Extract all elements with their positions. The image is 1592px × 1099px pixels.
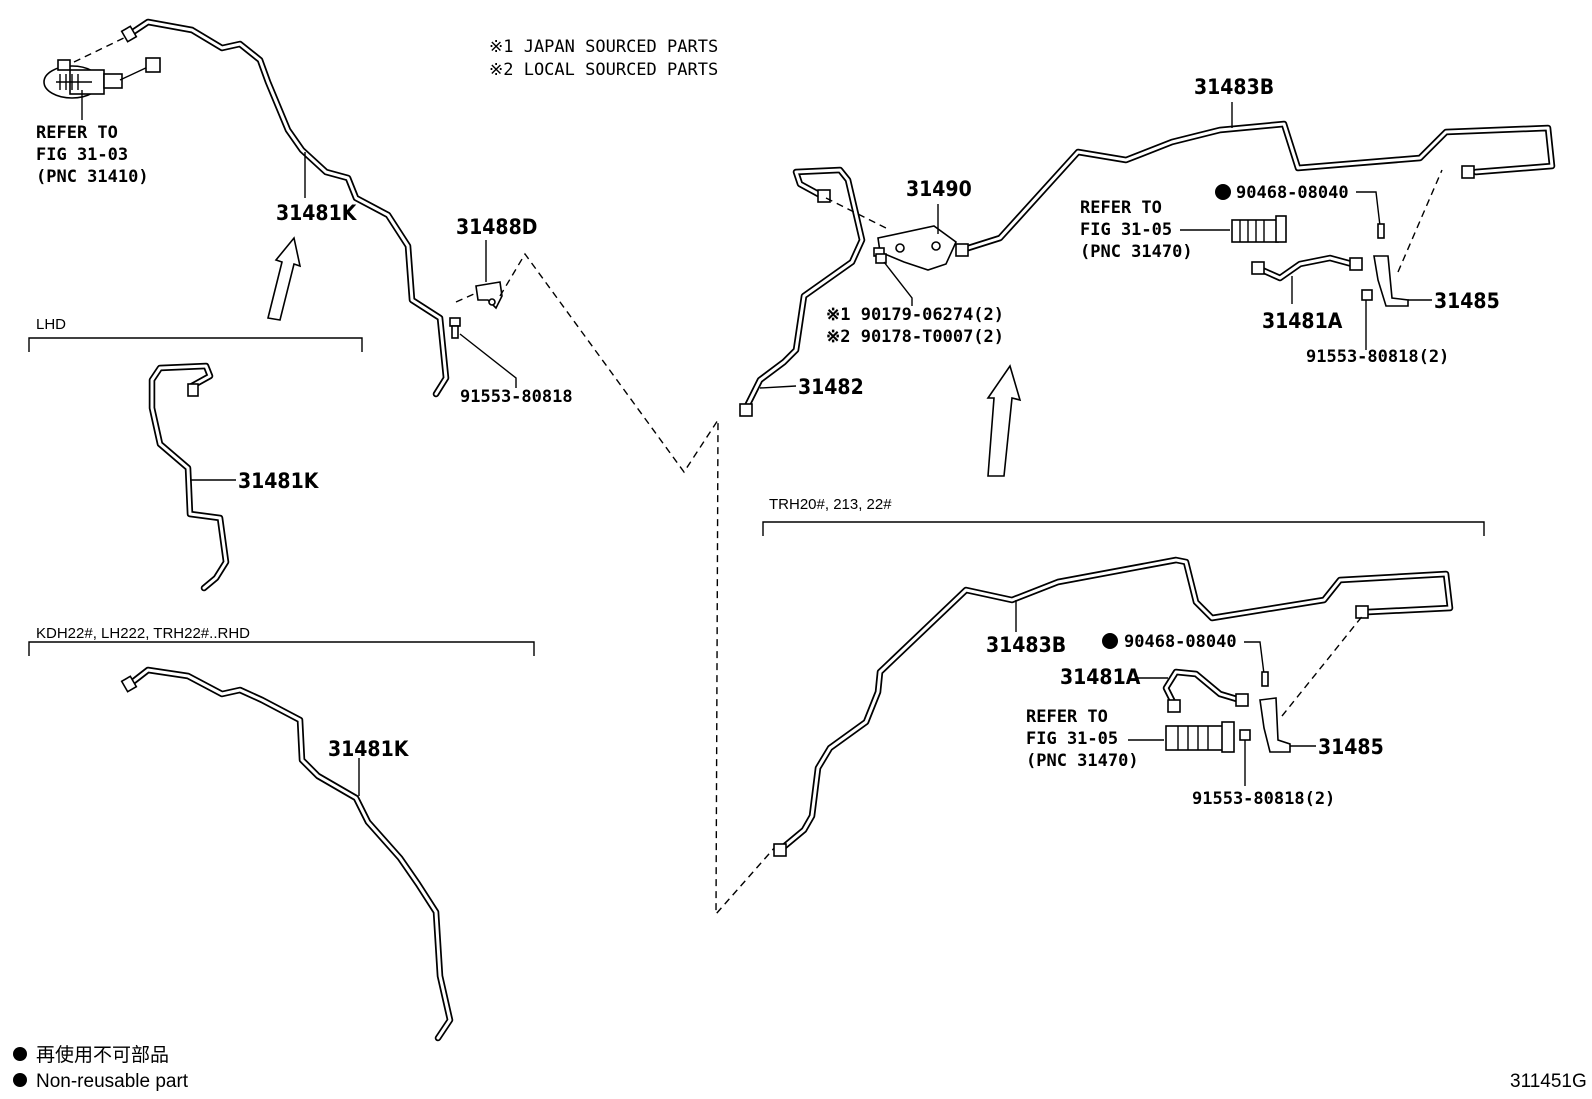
part-label-90468-bottom: 90468-08040 xyxy=(1124,632,1237,652)
clip-part xyxy=(1261,671,1269,687)
bolt-part xyxy=(1361,289,1373,301)
pipe-31481K-rhd xyxy=(120,666,454,1042)
part-label-90179: ※1 90179-06274(2) xyxy=(826,305,1004,325)
arrow-up-icon xyxy=(986,364,1022,477)
pipe-31481K-top xyxy=(120,18,450,398)
hose-31481A-bottom xyxy=(1162,668,1249,713)
ref-right-bottom-line3: (PNC 31470) xyxy=(1026,751,1139,771)
ref-left-line1: REFER TO xyxy=(36,123,118,143)
pipe-31481K-lhd xyxy=(148,362,230,592)
legend-non-reusable-en: Non-reusable part xyxy=(36,1071,189,1092)
ref-left-line3: (PNC 31410) xyxy=(36,167,149,187)
non-reusable-marker-icon xyxy=(1215,184,1231,200)
clip-part xyxy=(1377,223,1385,239)
ref-right-top-line3: (PNC 31470) xyxy=(1080,242,1193,262)
hose-31481A-top xyxy=(1251,254,1363,282)
part-label-31481K-lhd: 31481K xyxy=(238,469,320,493)
section-bracket-trh xyxy=(762,521,1485,536)
non-reusable-marker-icon xyxy=(13,1047,27,1061)
release-cylinder-bottom-part xyxy=(1165,721,1235,753)
leader-90468-top xyxy=(1356,191,1381,227)
ref-right-top-line2: FIG 31-05 xyxy=(1080,220,1172,240)
ref-right-bottom-line2: FIG 31-05 xyxy=(1026,729,1118,749)
pipe-31483B-bottom xyxy=(773,556,1454,857)
note-local-sourced: ※2 LOCAL SOURCED PARTS xyxy=(489,60,718,80)
part-label-31485-top: 31485 xyxy=(1434,289,1500,313)
ref-right-top-line1: REFER TO xyxy=(1080,198,1162,218)
part-label-91553-right-top: 91553-80818(2) xyxy=(1306,347,1449,367)
part-label-31481K-top: 31481K xyxy=(276,201,358,225)
bracket-31485-top-part xyxy=(1373,255,1409,307)
part-label-31490: 31490 xyxy=(906,177,972,201)
non-reusable-marker-icon xyxy=(1102,633,1118,649)
master-cylinder-part xyxy=(43,57,161,99)
arrow-up-icon xyxy=(267,236,302,321)
part-label-91553-top: 91553-80818 xyxy=(460,387,573,407)
figure-id: 311451G xyxy=(1510,1071,1587,1092)
part-label-31485-bottom: 31485 xyxy=(1318,735,1384,759)
release-cylinder-top-part xyxy=(1231,215,1287,243)
pipe-31483B-top xyxy=(955,120,1556,257)
section-bracket-lhd xyxy=(28,337,363,352)
bracket-31485-bottom-part xyxy=(1259,697,1291,753)
dashed-route-main xyxy=(499,252,777,916)
bolt-part xyxy=(1239,729,1251,741)
part-label-90178: ※2 90178-T0007(2) xyxy=(826,327,1004,347)
section-bracket-rhd xyxy=(28,641,535,656)
note-japan-sourced: ※1 JAPAN SOURCED PARTS xyxy=(489,37,718,57)
non-reusable-marker-icon xyxy=(13,1073,27,1087)
part-label-31483B-top: 31483B xyxy=(1194,75,1274,99)
bracket-31488D-part xyxy=(475,281,503,310)
ref-left-line2: FIG 31-03 xyxy=(36,145,128,165)
legend-non-reusable-jp: 再使用不可部品 xyxy=(36,1044,169,1066)
part-label-91553-right-bottom: 91553-80818(2) xyxy=(1192,789,1335,809)
leader-90179 xyxy=(883,261,913,306)
leader-91553-top xyxy=(459,333,517,388)
part-label-31482: 31482 xyxy=(798,375,864,399)
bolt-part xyxy=(449,317,461,339)
part-label-31483B-bottom: 31483B xyxy=(986,633,1066,657)
section-title-rhd: KDH22#, LH222, TRH22#..RHD xyxy=(36,625,250,642)
part-label-31481K-rhd: 31481K xyxy=(328,737,410,761)
part-label-31488D: 31488D xyxy=(456,215,537,239)
pipe-31482 xyxy=(739,166,866,417)
part-label-90468-top: 90468-08040 xyxy=(1236,183,1349,203)
ref-right-bottom-line1: REFER TO xyxy=(1026,707,1108,727)
section-title-lhd: LHD xyxy=(36,316,66,333)
part-label-31481A-top: 31481A xyxy=(1262,309,1343,333)
leader-31482 xyxy=(759,385,797,389)
leader-90468-bottom xyxy=(1244,641,1265,675)
dashed-link-cylinder xyxy=(73,35,129,63)
nut-part xyxy=(875,253,887,264)
section-title-trh: TRH20#, 213, 22# xyxy=(769,496,892,513)
part-label-31481A-bottom: 31481A xyxy=(1060,665,1141,689)
